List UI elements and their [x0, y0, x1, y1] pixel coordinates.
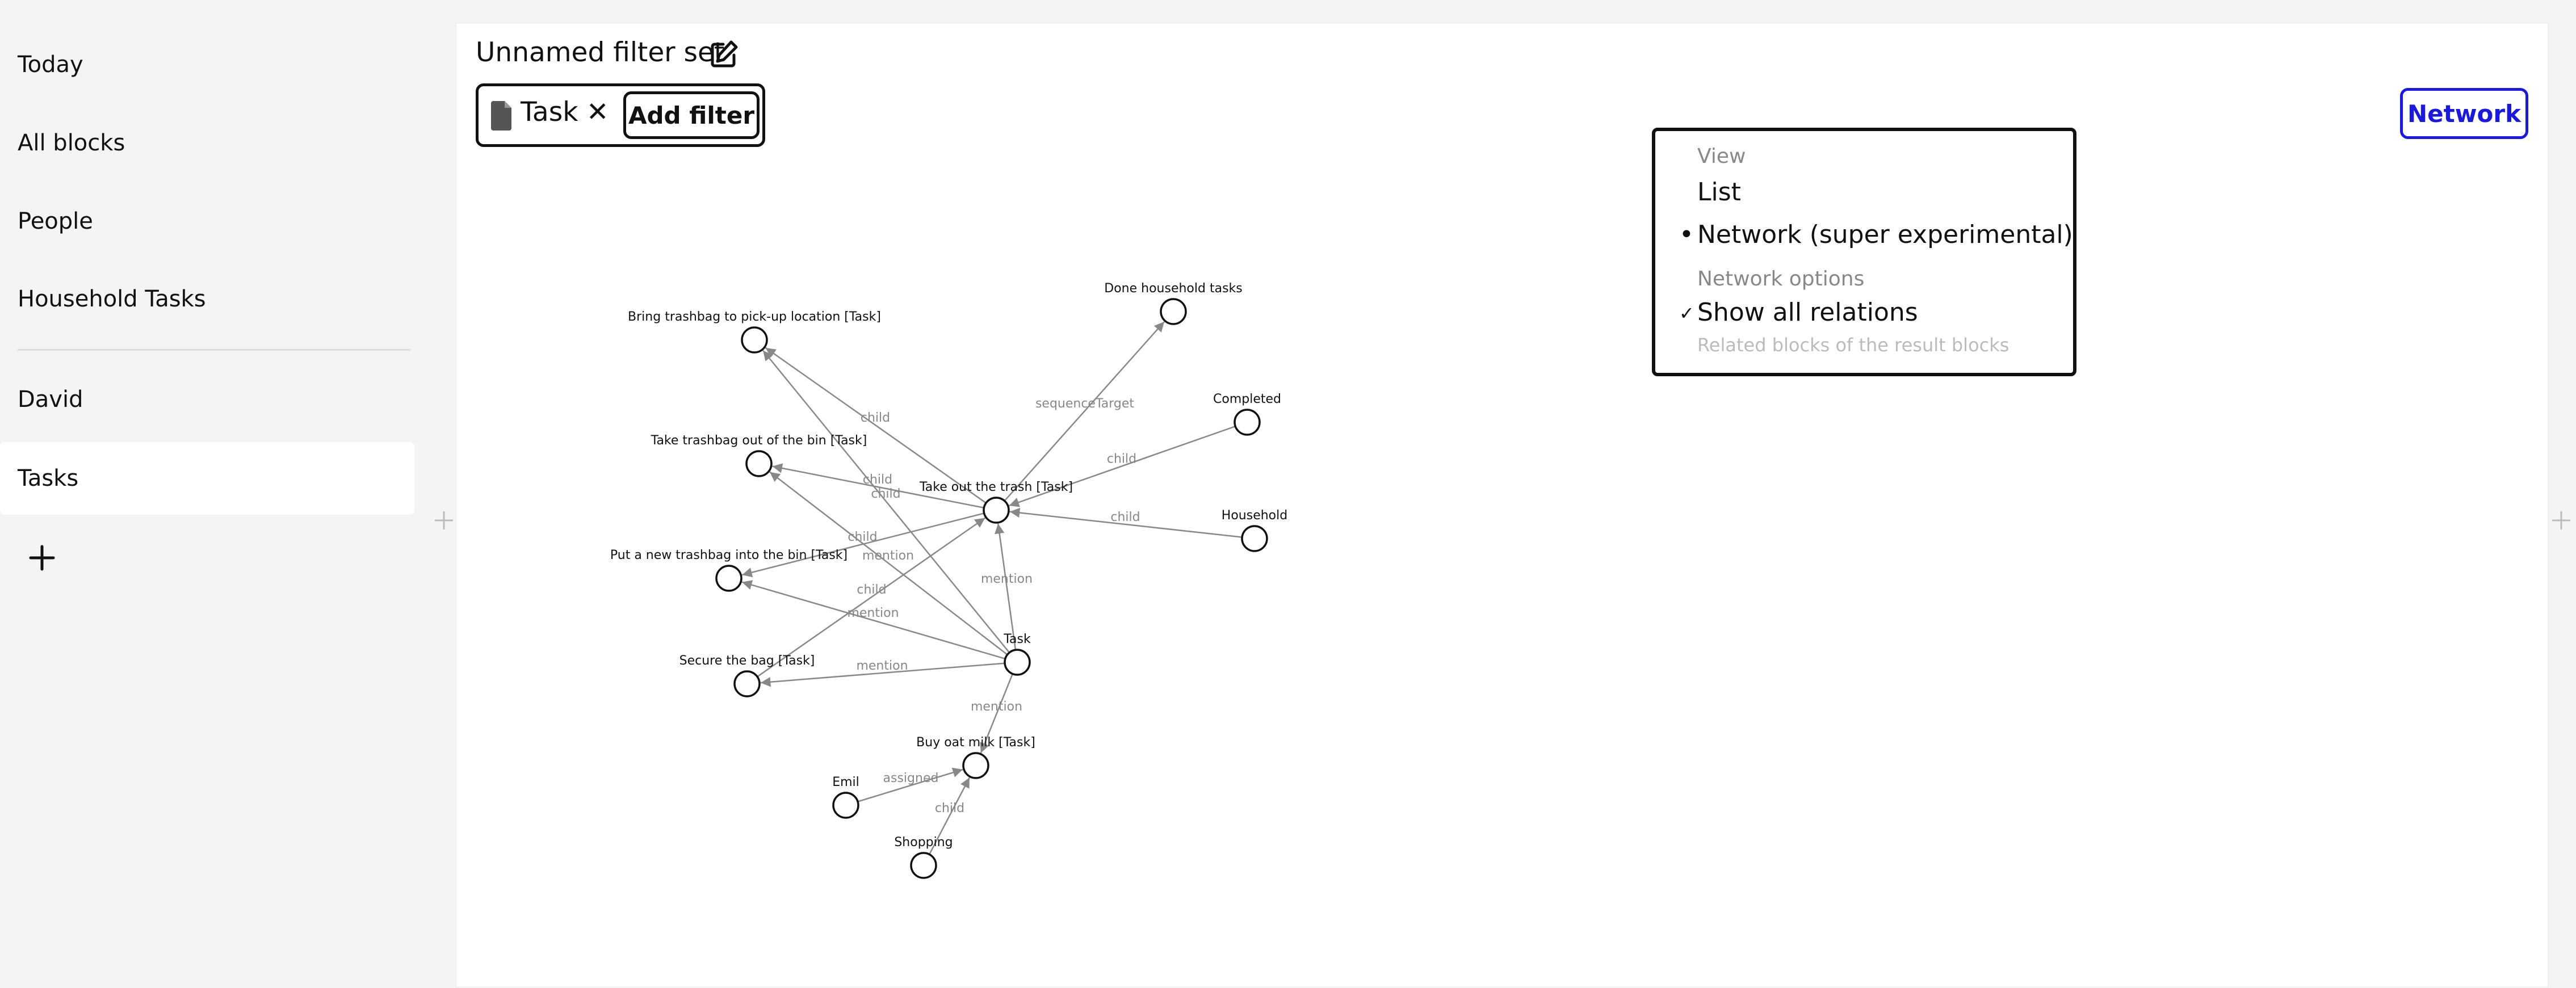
- graph-edge-label: child: [1110, 510, 1140, 524]
- left-resize-handle-icon[interactable]: [433, 509, 455, 532]
- graph-edge-label: child: [857, 583, 886, 597]
- graph-node[interactable]: [983, 497, 1010, 524]
- graph-node[interactable]: [745, 450, 773, 477]
- graph-node[interactable]: [1004, 649, 1031, 676]
- graph-edge: [929, 777, 970, 855]
- graph-node[interactable]: [741, 326, 768, 354]
- graph-edge: [995, 523, 1017, 650]
- graph-edge: [980, 673, 1013, 754]
- graph-edge-label: child: [935, 801, 964, 815]
- filter-chip-label: Task: [521, 96, 578, 128]
- graph-node-label: Shopping: [894, 835, 953, 850]
- sidebar-item-today[interactable]: Today: [18, 52, 83, 78]
- graph-node-label: Completed: [1213, 392, 1281, 406]
- graph-node[interactable]: [1241, 525, 1268, 552]
- check-icon: ✓: [1679, 302, 1694, 324]
- document-icon: [491, 101, 511, 131]
- graph-edge: [1009, 507, 1243, 538]
- selected-bullet-icon: •: [1679, 220, 1694, 249]
- filter-set-title: Unnamed filter set: [476, 37, 725, 68]
- graph-edge: [857, 767, 963, 802]
- graph-edge: [765, 347, 987, 504]
- graph-edge-label: child: [848, 530, 877, 544]
- graph-node[interactable]: [1160, 298, 1187, 325]
- sidebar-item-all-blocks[interactable]: All blocks: [18, 130, 125, 156]
- add-filter-button[interactable]: Add filter: [623, 91, 760, 139]
- graph-edge: [762, 350, 1010, 653]
- graph-node-label: Household: [1222, 508, 1287, 523]
- graph-edge-label: assigned: [883, 771, 939, 785]
- graph-edge-label: sequenceTarget: [1035, 397, 1134, 411]
- sidebar-item-household-tasks[interactable]: Household Tasks: [18, 286, 206, 312]
- graph-node-label: Bring trashbag to pick-up location [Task…: [628, 310, 881, 324]
- view-menu: View List • Network (super experimental)…: [1652, 128, 2076, 376]
- graph-edge-label: child: [863, 473, 892, 487]
- graph-edge: [760, 662, 1005, 687]
- graph-edge-label: mention: [847, 606, 899, 620]
- view-mode-button[interactable]: Network: [2400, 88, 2528, 139]
- graph-node-label: Done household tasks: [1104, 281, 1242, 296]
- graph-edge: [772, 463, 984, 508]
- remove-filter-icon[interactable]: ✕: [586, 96, 609, 128]
- menu-item-show-all-relations[interactable]: Show all relations: [1697, 298, 1918, 327]
- filter-bar: Task ✕ Add filter: [476, 83, 765, 147]
- graph-node-label: Task: [1003, 632, 1031, 646]
- graph-edge-label: mention: [971, 700, 1022, 714]
- show-all-relations-description: Related blocks of the result blocks: [1697, 334, 2009, 356]
- sidebar-item-tasks[interactable]: Tasks: [0, 442, 414, 515]
- sidebar-item-people[interactable]: People: [18, 208, 93, 234]
- right-resize-handle-icon[interactable]: [2550, 509, 2573, 532]
- graph-edge-label: child: [871, 487, 900, 501]
- sidebar: Today All blocks People Household Tasks …: [0, 0, 448, 987]
- main-panel: Unnamed filter set Task ✕ Add filter Net…: [456, 23, 2548, 987]
- graph-node[interactable]: [733, 670, 761, 697]
- graph-edge: [1009, 426, 1236, 507]
- graph-edge: [741, 580, 1006, 660]
- graph-edge-label: mention: [981, 572, 1033, 586]
- graph-node[interactable]: [1234, 409, 1261, 436]
- sidebar-item-david[interactable]: David: [18, 386, 83, 413]
- graph-node-label: Take trashbag out of the bin [Task]: [651, 434, 867, 448]
- graph-edge: [1004, 321, 1165, 502]
- network-graph: childchildchildchildsequenceTargetchildc…: [610, 281, 1287, 879]
- menu-header-view: View: [1697, 145, 1746, 168]
- graph-edge-label: mention: [856, 659, 908, 673]
- graph-node-label: Buy oat milk [Task]: [916, 735, 1035, 750]
- graph-edge: [769, 471, 1008, 655]
- graph-edge: [757, 517, 986, 678]
- add-page-icon[interactable]: [26, 542, 58, 574]
- graph-edge-label: child: [861, 411, 890, 425]
- sidebar-divider: [18, 349, 410, 351]
- menu-header-network-options: Network options: [1697, 267, 1865, 291]
- graph-node[interactable]: [832, 792, 859, 819]
- graph-node-label: Emil: [832, 775, 859, 789]
- graph-node-label: Secure the bag [Task]: [679, 654, 815, 668]
- graph-node-label: Take out the trash [Task]: [919, 480, 1073, 494]
- menu-item-network[interactable]: Network (super experimental): [1697, 220, 2073, 249]
- graph-node[interactable]: [910, 852, 937, 879]
- graph-node-label: Put a new trashbag into the bin [Task]: [610, 548, 848, 562]
- graph-edge-label: mention: [862, 549, 914, 563]
- graph-edge-label: child: [1107, 452, 1136, 466]
- edit-icon[interactable]: [708, 39, 739, 70]
- menu-item-list[interactable]: List: [1697, 178, 1741, 207]
- graph-node[interactable]: [962, 752, 989, 779]
- graph-node[interactable]: [715, 565, 742, 592]
